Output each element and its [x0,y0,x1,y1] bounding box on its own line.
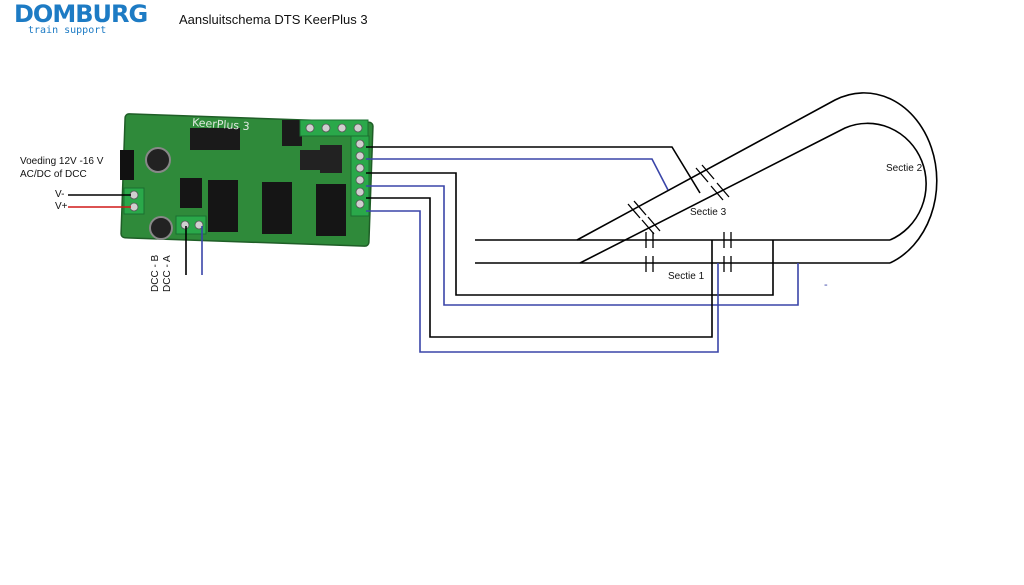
ic-chip-small [282,120,302,146]
regulator [120,150,134,180]
vminus-label: V- [55,189,65,200]
logo-tagline: train support [28,25,107,36]
dcc-b-label: DCC - B [150,254,161,292]
relay [208,180,238,232]
marker-dash: - [824,279,828,291]
track-wires [366,146,799,353]
capacitor [149,216,173,240]
page-title: Aansluitschema DTS KeerPlus 3 [179,12,368,27]
board-name: KeerPlus 3 [192,116,250,133]
capacitor [145,147,171,173]
section-2-label: Sectie 2 [886,163,923,174]
relay [180,178,202,208]
power-label-line2: AC/DC of DCC [20,169,87,180]
relay [262,182,292,234]
keerplus-board: KeerPlus 3 [120,113,374,247]
logo-name: DOMBURG [14,0,148,28]
dcc-a-label: DCC - A [162,255,173,292]
terminal-block-top [299,119,369,137]
component [320,145,342,173]
component [300,150,320,170]
ic-chip [190,128,240,150]
section-3-label: Sectie 3 [690,207,727,218]
relay [316,184,346,236]
power-label-line1: Voeding 12V -16 V [20,156,104,167]
power-wires [68,194,131,208]
domburg-logo: DOMBURG train support [0,0,148,42]
track [475,92,938,264]
section-1-label: Sectie 1 [668,271,705,282]
vplus-label: V+ [55,201,68,212]
insulating-joints [627,164,732,272]
terminal-block-dcc [175,215,207,235]
